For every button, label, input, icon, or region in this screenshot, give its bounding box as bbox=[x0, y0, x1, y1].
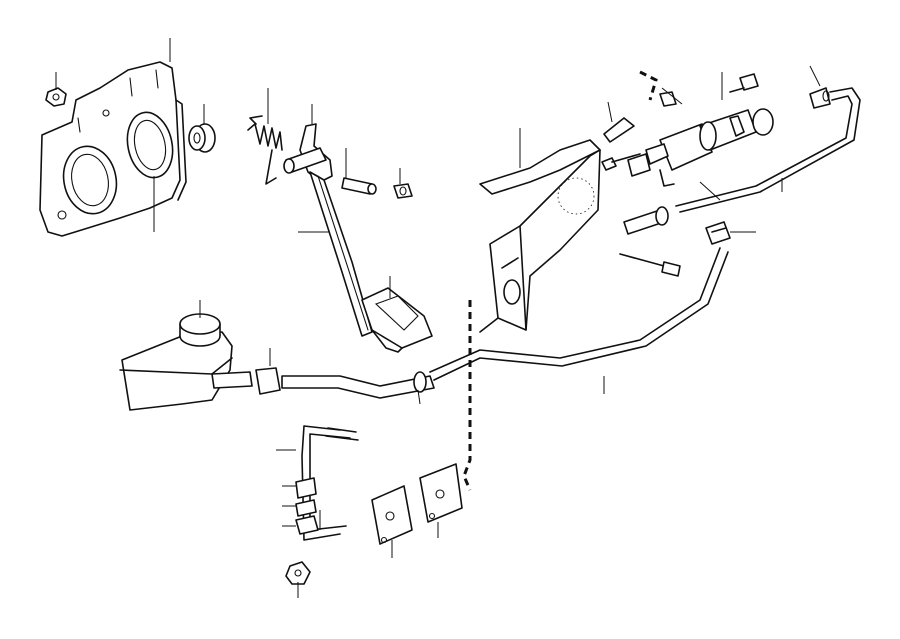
spacer-sleeve bbox=[341, 177, 413, 199]
reservoir-cap bbox=[179, 313, 221, 347]
pedal-pad bbox=[361, 287, 433, 353]
gasket bbox=[371, 463, 463, 545]
bushing bbox=[188, 123, 216, 153]
nut bbox=[285, 561, 311, 585]
clip bbox=[705, 221, 731, 245]
pivot-shaft bbox=[283, 147, 327, 174]
pipe-union bbox=[295, 477, 319, 535]
pedal-bracket bbox=[479, 117, 635, 333]
bolt bbox=[601, 73, 759, 171]
supply-hose bbox=[281, 371, 435, 399]
master-cylinder bbox=[627, 108, 774, 187]
pedal-box-cover-plate bbox=[39, 61, 187, 237]
fluid-reservoir bbox=[119, 331, 281, 411]
leader-lines bbox=[55, 38, 821, 598]
pipe-union bbox=[809, 87, 831, 109]
hydraulic-line bbox=[429, 87, 861, 381]
nut bbox=[45, 87, 67, 107]
clutch-pedal bbox=[299, 123, 373, 337]
return-spring bbox=[247, 115, 283, 185]
